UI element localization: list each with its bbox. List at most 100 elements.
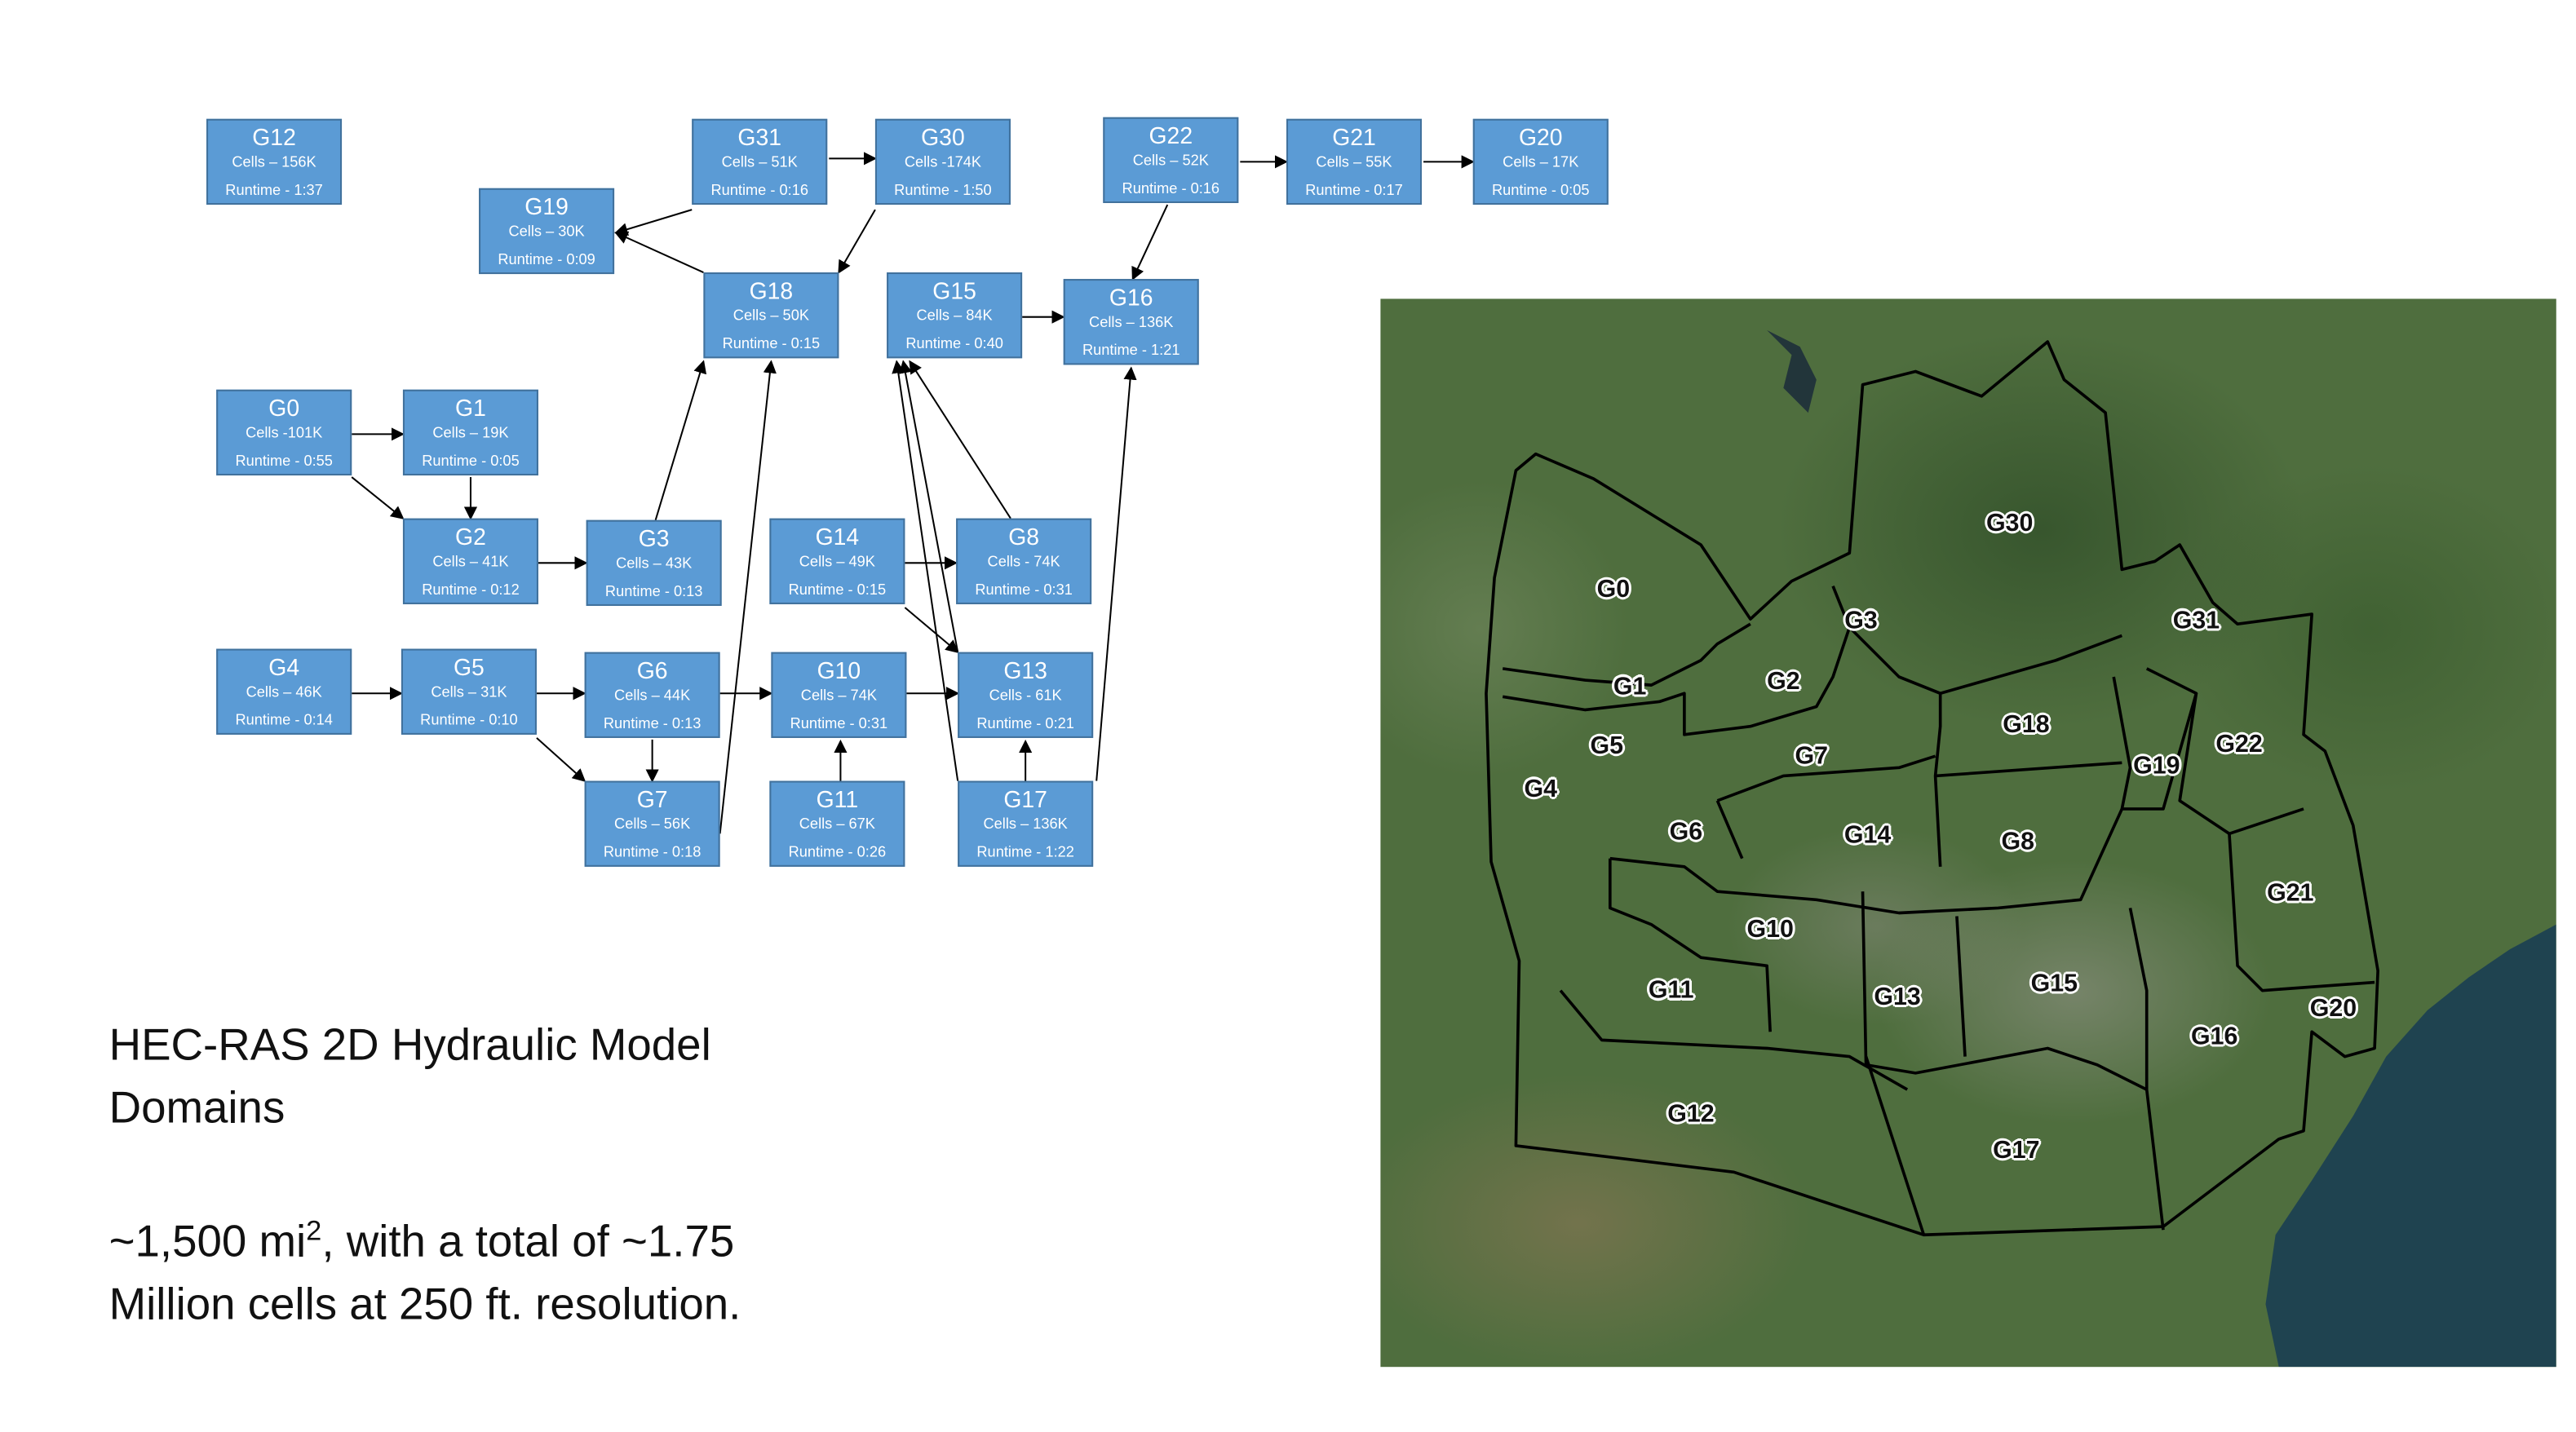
boundary-line <box>1559 989 1909 1091</box>
boundary-line <box>1866 1046 2148 1091</box>
caption-desc-line1: ~1,500 mi2, with a total of ~1.75 <box>109 1200 741 1273</box>
box-title: G12 <box>252 123 296 151</box>
arrow-g31-g19 <box>614 209 693 236</box>
box-cells: Cells – 55K <box>1316 153 1392 170</box>
map-label-g17: G17 <box>1993 1136 2040 1165</box>
arrow-g17-g15 <box>892 360 959 781</box>
box-runtime: Runtime - 0:10 <box>420 711 518 728</box>
arrow-g5-g7 <box>536 737 586 782</box>
map-label-g22: G22 <box>2215 730 2263 759</box>
box-runtime: Runtime - 1:37 <box>225 181 323 198</box>
box-cells: Cells – 30K <box>508 223 585 240</box>
arrow-g3-g18 <box>654 360 707 520</box>
boundary-line <box>1716 754 1936 802</box>
lake-water <box>1767 329 1817 413</box>
box-cells: Cells - 74K <box>987 553 1060 570</box>
map-label-g19: G19 <box>2133 752 2180 780</box>
box-title: G1 <box>455 394 486 422</box>
box-cells: Cells – 84K <box>916 307 993 324</box>
map-label-g7: G7 <box>1795 741 1829 771</box>
box-runtime: Runtime - 1:50 <box>894 181 992 198</box>
box-cells: Cells – 44K <box>614 687 691 704</box>
map-label-g8: G8 <box>2001 828 2035 856</box>
caption-desc-sup: 2 <box>306 1214 322 1247</box>
outer-boundary <box>1485 340 2379 1237</box>
box-cells: Cells – 31K <box>431 683 507 701</box>
box-cells: Cells – 19K <box>432 424 509 441</box>
map-label-g10: G10 <box>1746 915 1794 944</box>
box-cells: Cells – 51K <box>721 153 798 170</box>
box-runtime: Runtime - 0:17 <box>1305 181 1403 198</box>
box-cells: Cells -101K <box>246 424 323 441</box>
boundary-line <box>1502 622 1751 687</box>
box-runtime: Runtime - 0:55 <box>235 452 333 469</box>
map-label-g30: G30 <box>1985 509 2034 537</box>
map-label-g6: G6 <box>1669 818 1703 846</box>
caption-title-line1: HEC-RAS 2D Hydraulic Model <box>108 1020 711 1070</box>
box-runtime: Runtime - 0:16 <box>1122 179 1220 197</box>
box-title: G0 <box>268 394 300 422</box>
map-label-g4: G4 <box>1524 775 1558 803</box>
caption-desc-rest: , with a total of ~1.75 <box>321 1216 735 1266</box>
box-title: G14 <box>815 523 860 550</box>
boundary-line <box>2112 667 2198 811</box>
boundary-line <box>1831 585 2122 696</box>
caption-desc-line2: Million cells at 250 ft. resolution. <box>108 1279 741 1329</box>
box-cells: Cells – 46K <box>246 683 322 701</box>
map-label-g13: G13 <box>1874 983 1921 1011</box>
box-cells: Cells – 49K <box>799 553 875 570</box>
box-runtime: Runtime - 0:26 <box>788 843 887 860</box>
box-cells: Cells – 43K <box>616 555 693 572</box>
map-label-g0: G0 <box>1596 575 1631 603</box>
arrow-g18-g19 <box>614 231 704 273</box>
box-runtime: Runtime - 0:13 <box>604 582 703 599</box>
map-label-g15: G15 <box>2030 970 2078 998</box>
map-label-g14: G14 <box>1843 821 1892 850</box>
caption-desc-prefix: ~1,500 mi <box>108 1216 307 1266</box>
box-runtime: Runtime - 0:12 <box>422 581 520 598</box>
box-title: G13 <box>1003 656 1047 684</box>
box-runtime: Runtime - 0:15 <box>788 581 887 598</box>
box-title: G15 <box>932 277 976 304</box>
boundary-line <box>2128 908 2165 1231</box>
boundary-line <box>1955 916 1967 1057</box>
boundary-line <box>1935 761 2122 778</box>
arrow-g7-g18 <box>719 360 777 834</box>
box-runtime: Runtime - 0:18 <box>603 843 702 860</box>
box-title: G5 <box>454 653 485 681</box>
box-runtime: Runtime - 0:05 <box>1492 181 1590 198</box>
box-title: G17 <box>1003 785 1047 813</box>
box-runtime: Runtime - 0:14 <box>235 711 333 728</box>
map-label-g11: G11 <box>1648 976 1694 1005</box>
arrow-g0-g2 <box>351 476 405 519</box>
boundary-line <box>2228 833 2375 992</box>
satellite-map: G30 G0 G3 G31 G1 G2 G18 G5 G7 G22 G19 G4… <box>1380 298 2556 1368</box>
box-cells: Cells – 41K <box>432 553 509 570</box>
box-title: G16 <box>1109 284 1153 311</box>
box-title: G11 <box>816 785 859 813</box>
map-label-g16: G16 <box>2191 1023 2238 1051</box>
map-label-g20: G20 <box>2309 994 2357 1023</box>
caption-title-line2: Domains <box>108 1083 285 1133</box>
box-title: G7 <box>636 785 668 813</box>
box-runtime: Runtime - 1:21 <box>1082 342 1180 359</box>
map-label-g18: G18 <box>2003 710 2050 739</box>
box-title: G2 <box>455 523 486 550</box>
box-runtime: Runtime - 0:13 <box>603 714 702 731</box>
boundary-line <box>2178 692 2304 836</box>
box-title: G31 <box>737 123 782 151</box>
